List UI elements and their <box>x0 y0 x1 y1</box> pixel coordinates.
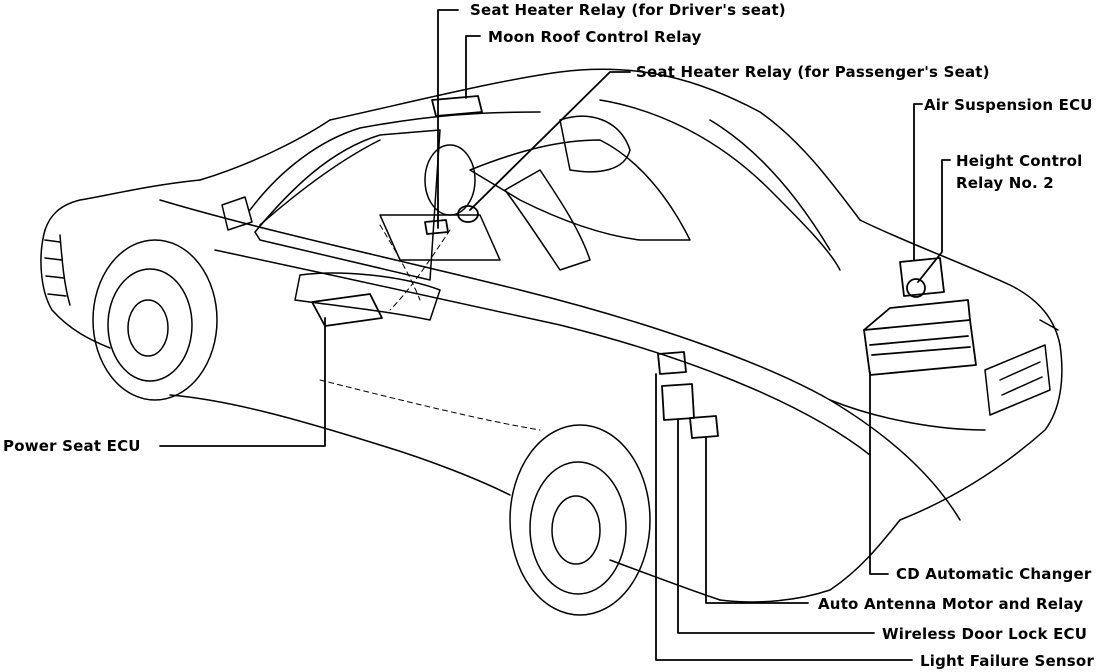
label-seat-heater-passenger: Seat Heater Relay (for Passenger's Seat) <box>636 63 990 81</box>
leader-lines <box>159 9 951 661</box>
label-height-control-line2: Relay No. 2 <box>956 174 1054 192</box>
seat-heater-passenger-relay-box <box>457 205 479 223</box>
label-wireless-door-lock: Wireless Door Lock ECU <box>882 625 1088 643</box>
leader-auto-antenna <box>705 437 809 604</box>
leader-power-seat <box>159 317 326 447</box>
wireless-door-lock-ecu-box <box>661 383 695 421</box>
label-moon-roof-relay: Moon Roof Control Relay <box>488 28 702 46</box>
leader-light-failure <box>655 373 913 661</box>
car-windows <box>249 99 841 281</box>
power-seat-ecu-box <box>311 293 383 327</box>
seat-heater-driver-relay-box <box>424 219 449 235</box>
label-power-seat-ecu: Power Seat ECU <box>3 437 141 455</box>
leader-seat-heater-driver <box>437 9 459 229</box>
leader-moon-roof <box>465 35 481 99</box>
label-light-failure-sensor: Light Failure Sensor <box>920 652 1095 670</box>
label-height-control-line1: Height Control <box>956 152 1083 170</box>
leader-cd-changer <box>869 371 889 575</box>
height-control-relay-box <box>906 278 926 298</box>
car-body-outline <box>40 68 1063 603</box>
rear-wheel <box>509 424 651 616</box>
label-auto-antenna: Auto Antenna Motor and Relay <box>818 595 1084 613</box>
front-wheel <box>92 239 218 401</box>
leader-height-control <box>917 159 951 283</box>
car-front-details <box>44 196 253 306</box>
leader-wireless-door-lock <box>677 419 875 634</box>
leader-air-suspension <box>913 103 923 261</box>
hidden-lines <box>319 224 541 431</box>
label-cd-changer: CD Automatic Changer <box>896 565 1092 583</box>
car-rear-details <box>829 319 1059 431</box>
label-seat-heater-driver: Seat Heater Relay (for Driver's seat) <box>470 1 786 19</box>
light-failure-sensor-box <box>657 351 687 375</box>
component-boxes <box>311 95 977 439</box>
auto-antenna-box <box>689 415 719 439</box>
leader-seat-heater-passenger <box>469 71 631 211</box>
car-interior <box>294 115 631 321</box>
moon-roof-relay-box <box>431 95 483 117</box>
air-suspension-ecu-box <box>899 257 945 297</box>
cd-changer-box <box>863 319 977 376</box>
label-air-suspension-ecu: Air Suspension ECU <box>924 96 1093 114</box>
